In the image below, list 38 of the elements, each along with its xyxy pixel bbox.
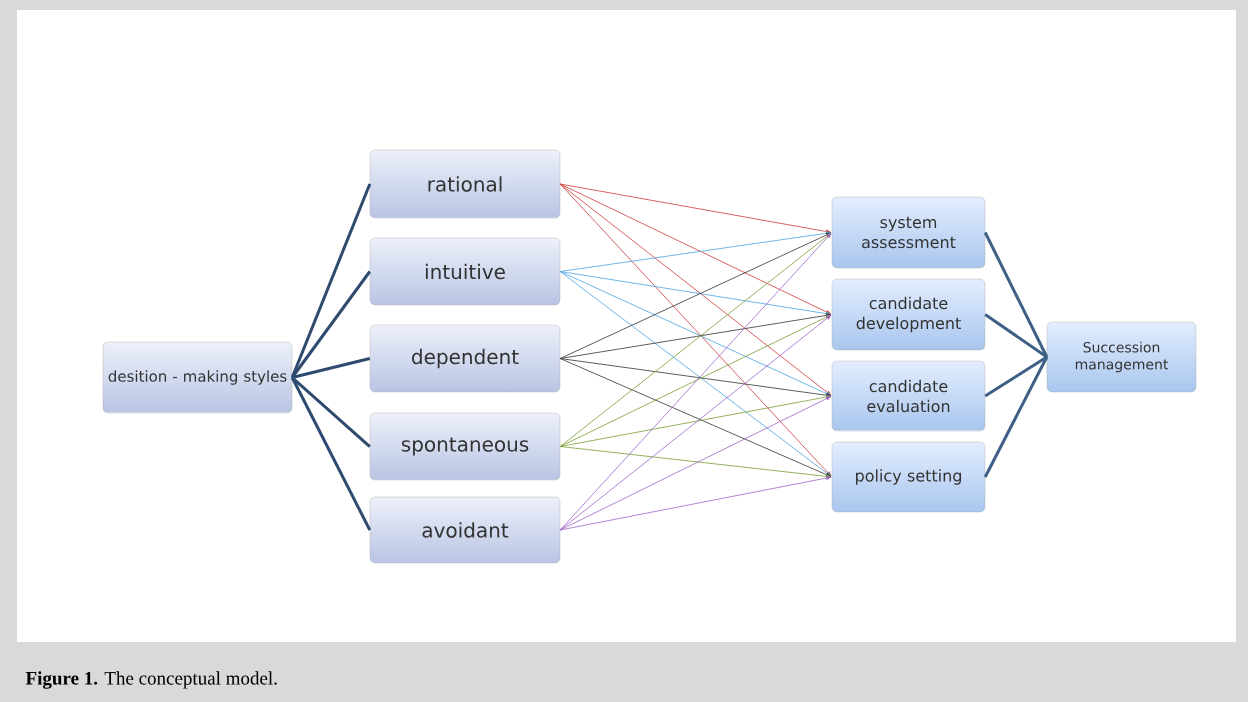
style-box: spontaneous: [369, 412, 561, 481]
arrow: [559, 271, 832, 396]
connector-line: [984, 313, 1048, 359]
arrow: [559, 271, 832, 477]
outcome-box: system assessment: [831, 196, 986, 269]
arrow: [559, 476, 832, 531]
arrow: [559, 232, 832, 447]
style-box: rational: [369, 149, 561, 219]
caption: Figure 1. The conceptual model.: [25, 671, 277, 689]
connector-line: [984, 355, 1048, 398]
outcome-box: candidate evaluation: [831, 360, 986, 432]
arrow: [559, 314, 832, 531]
arrow: [559, 313, 832, 359]
style-box: desition - making styles: [102, 341, 293, 414]
arrow: [559, 396, 832, 531]
arrow: [559, 358, 832, 477]
connector-line: [291, 376, 371, 448]
arrow: [559, 183, 832, 477]
style-box: avoidant: [369, 496, 561, 564]
outcome-box: Succession management: [1046, 321, 1197, 393]
connector-line: [983, 231, 1049, 358]
arrow: [559, 314, 832, 447]
arrow: [559, 446, 832, 479]
connector-line: [983, 356, 1049, 478]
connector-line: [291, 270, 371, 379]
style-box: intuitive: [369, 237, 561, 306]
arrow: [559, 358, 832, 398]
connector-line: [290, 183, 372, 379]
style-box: dependent: [369, 324, 561, 393]
arrow: [559, 183, 832, 396]
outcome-box: candidate development: [831, 278, 986, 351]
outcome-box: policy setting: [831, 441, 986, 513]
arrow: [559, 271, 832, 316]
arrow: [559, 183, 832, 315]
connector-line: [290, 376, 372, 531]
arrow: [559, 232, 832, 359]
arrow: [559, 395, 832, 447]
connector-line: [291, 357, 371, 379]
